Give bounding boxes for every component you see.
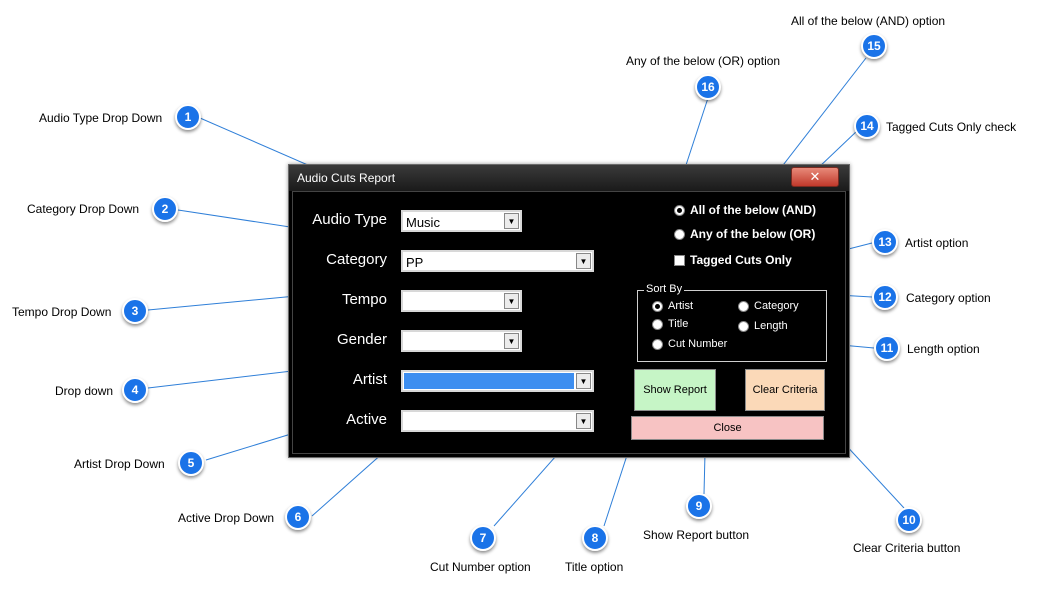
callout-badge-4: 4: [122, 377, 148, 403]
chevron-down-icon[interactable]: ▼: [504, 293, 519, 309]
sort-length-label: Length: [754, 320, 788, 332]
callout-badge-5: 5: [178, 450, 204, 476]
callout-badge-3: 3: [122, 298, 148, 324]
all-of-below-option[interactable]: All of the below (AND): [674, 203, 816, 217]
sort-by-group: Sort By Artist Category Title Length Cut…: [637, 283, 827, 362]
callout-7-text: Cut Number option: [430, 560, 531, 574]
tagged-cuts-only-check[interactable]: Tagged Cuts Only: [674, 253, 792, 267]
callout-badge-8: 8: [582, 525, 608, 551]
callout-badge-14: 14: [854, 113, 880, 139]
callout-15-text: All of the below (AND) option: [791, 14, 946, 28]
close-icon: ✕: [809, 169, 821, 184]
artist-selection-highlight: [404, 373, 574, 389]
chevron-down-icon[interactable]: ▼: [504, 213, 519, 229]
artist-dropdown[interactable]: ▼: [401, 370, 594, 392]
callout-6-text: Active Drop Down: [178, 511, 275, 525]
sort-category-option[interactable]: Category: [738, 300, 799, 312]
category-label: Category: [326, 251, 387, 268]
tagged-cuts-only-label: Tagged Cuts Only: [690, 253, 792, 267]
sort-category-label: Category: [754, 300, 799, 312]
callout-14-text: Tagged Cuts Only check: [886, 120, 1017, 134]
callout-badge-11: 11: [874, 335, 900, 361]
gender-dropdown[interactable]: ▼: [401, 330, 522, 352]
checkbox-icon[interactable]: [674, 254, 685, 266]
callout-5-text: Artist Drop Down: [74, 457, 165, 471]
callout-badge-1: 1: [175, 104, 201, 130]
callout-16-text: Any of the below (OR) option: [626, 54, 781, 68]
callout-9-text: Show Report button: [643, 528, 750, 542]
category-dropdown[interactable]: PP ▼: [401, 250, 594, 272]
audio-type-value: Music: [406, 215, 440, 230]
chevron-down-icon[interactable]: ▼: [576, 253, 591, 269]
tempo-label: Tempo: [341, 291, 387, 308]
audio-cuts-report-window: Audio Cuts Report ✕ Audio Type Category …: [288, 164, 850, 458]
radio-selected-icon[interactable]: [652, 300, 663, 312]
callout-badge-7: 7: [470, 525, 496, 551]
callout-badge-2: 2: [152, 196, 178, 222]
callout-badge-15: 15: [861, 33, 887, 59]
title-bar[interactable]: Audio Cuts Report ✕: [289, 165, 849, 191]
chevron-down-icon[interactable]: ▼: [576, 413, 591, 429]
any-of-below-label: Any of the below (OR): [690, 227, 816, 241]
callout-badge-6: 6: [285, 504, 311, 530]
callout-8-text: Title option: [565, 560, 624, 574]
clear-criteria-button[interactable]: Clear Criteria: [745, 369, 825, 411]
radio-icon[interactable]: [652, 318, 663, 330]
window-close-button[interactable]: ✕: [791, 167, 839, 187]
sort-cut-number-label: Cut Number: [668, 338, 728, 350]
all-of-below-label: All of the below (AND): [690, 203, 816, 217]
callout-badge-16: 16: [695, 74, 721, 100]
sort-artist-option[interactable]: Artist: [652, 300, 693, 312]
callout-badge-12: 12: [872, 284, 898, 310]
radio-icon[interactable]: [738, 300, 749, 312]
callout-1-text: Audio Type Drop Down: [39, 111, 163, 125]
sort-title-option[interactable]: Title: [652, 318, 688, 330]
audio-type-label: Audio Type: [312, 211, 387, 228]
window-title: Audio Cuts Report: [297, 171, 396, 185]
callout-13-text: Artist option: [905, 236, 969, 250]
callout-3-text: Tempo Drop Down: [12, 305, 112, 319]
callout-11-text: Length option: [907, 342, 980, 356]
callout-badge-13: 13: [872, 229, 898, 255]
active-label: Active: [346, 411, 387, 428]
sort-title-label: Title: [668, 318, 689, 330]
category-value: PP: [406, 255, 424, 270]
radio-any-icon[interactable]: [674, 228, 685, 240]
radio-icon[interactable]: [738, 320, 749, 332]
callout-12-text: Category option: [906, 291, 991, 305]
sort-artist-label: Artist: [668, 300, 694, 312]
chevron-down-icon[interactable]: ▼: [576, 373, 591, 389]
active-dropdown[interactable]: ▼: [401, 410, 594, 432]
artist-label: Artist: [352, 371, 387, 388]
callout-badge-10: 10: [896, 507, 922, 533]
callout-4-text: Drop down: [55, 384, 114, 398]
close-button[interactable]: Close: [631, 416, 824, 440]
sort-by-title: Sort By: [644, 283, 685, 295]
dialog-client-area: Audio Type Category Tempo Gender Artist …: [292, 191, 846, 454]
audio-type-dropdown[interactable]: Music ▼: [401, 210, 522, 232]
show-report-button[interactable]: Show Report: [634, 369, 716, 411]
sort-length-option[interactable]: Length: [738, 320, 788, 332]
callout-badge-9: 9: [686, 493, 712, 519]
any-of-below-option[interactable]: Any of the below (OR): [674, 227, 815, 241]
radio-all-selected-icon[interactable]: [674, 204, 685, 216]
gender-label: Gender: [336, 331, 387, 348]
callout-2-text: Category Drop Down: [27, 202, 140, 216]
sort-cut-number-option[interactable]: Cut Number: [652, 338, 727, 350]
tempo-dropdown[interactable]: ▼: [401, 290, 522, 312]
radio-icon[interactable]: [652, 338, 663, 350]
chevron-down-icon[interactable]: ▼: [504, 333, 519, 349]
callout-10-text: Clear Criteria button: [853, 541, 961, 555]
